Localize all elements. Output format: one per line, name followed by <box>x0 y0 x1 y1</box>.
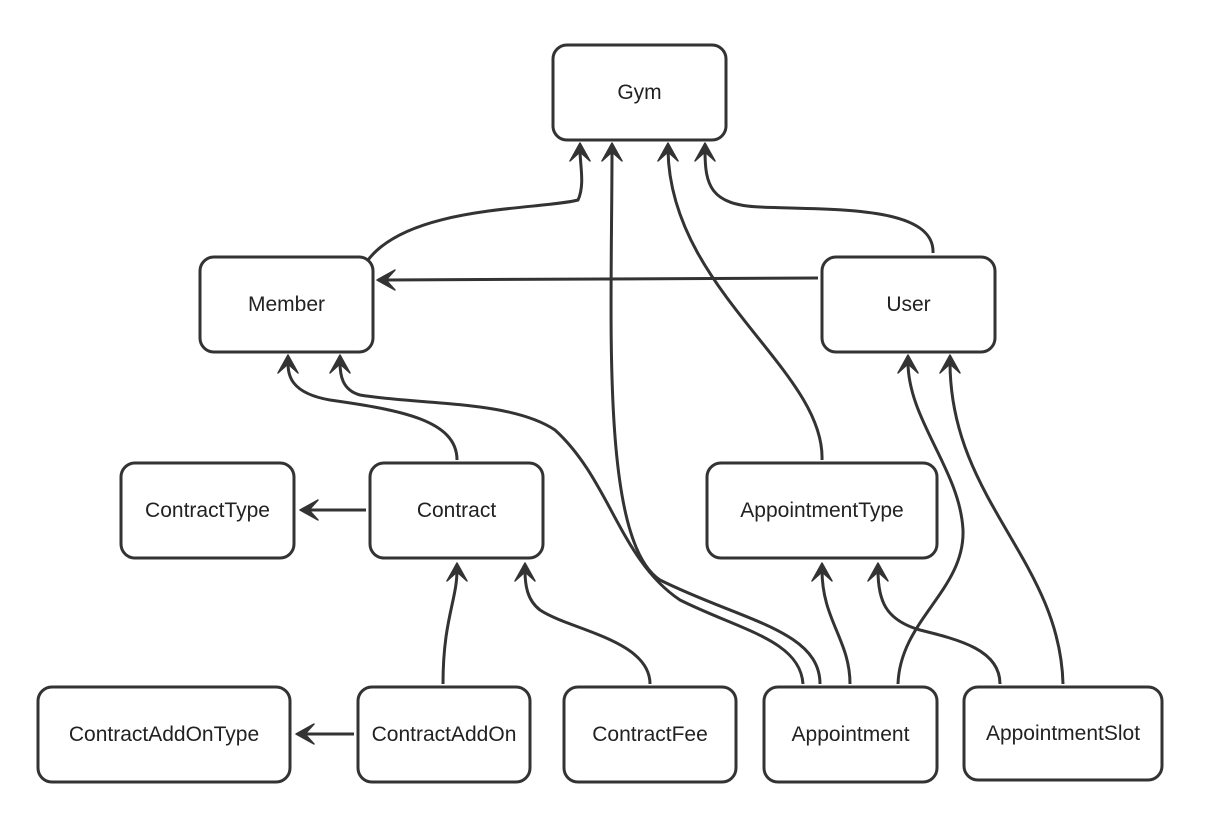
node-contract-add-on[interactable]: ContractAddOn <box>356 685 532 784</box>
entity-label: AppointmentSlot <box>986 722 1140 745</box>
entity-label: Appointment <box>792 723 910 746</box>
edges-layer <box>277 142 1065 745</box>
entity-box <box>762 685 939 784</box>
entity-box <box>119 461 296 560</box>
arrowhead-icon <box>514 562 536 582</box>
entity-label: AppointmentType <box>740 499 903 522</box>
entity-label: Member <box>248 293 325 316</box>
edge-appointment-to-gym <box>601 142 822 685</box>
node-appointment-type[interactable]: AppointmentType <box>705 461 939 560</box>
edge-contract-add-on-to-contract <box>441 562 468 685</box>
edge-line <box>896 361 965 685</box>
arrowhead-icon <box>295 723 315 745</box>
arrowhead-icon <box>299 499 319 521</box>
edge-user-to-member <box>376 269 819 291</box>
arrowhead-icon <box>277 354 299 374</box>
entity-box <box>368 461 545 560</box>
entity-box <box>36 685 292 784</box>
arrowhead-icon <box>897 354 919 374</box>
entity-box <box>198 255 375 354</box>
node-contract-type[interactable]: ContractType <box>119 461 296 560</box>
edge-contract-to-member <box>277 354 459 461</box>
arrowhead-icon <box>811 562 833 582</box>
edge-appointment-slot-to-user <box>939 354 1065 685</box>
node-contract-fee[interactable]: ContractFee <box>562 685 738 784</box>
node-member[interactable]: Member <box>198 255 375 354</box>
edge-appointment-to-member <box>329 354 805 685</box>
edge-line <box>876 569 1002 685</box>
arrowhead-icon <box>376 269 396 291</box>
node-contract[interactable]: Contract <box>368 461 545 560</box>
edge-line <box>820 569 852 685</box>
entity-box <box>562 685 738 784</box>
edge-line <box>703 149 935 254</box>
edge-appointment-slot-to-appointment-type <box>867 562 1002 685</box>
entity-label: ContractFee <box>592 723 708 746</box>
arrowhead-icon <box>657 142 679 162</box>
edge-appointment-to-user <box>896 354 965 685</box>
arrowhead-icon <box>694 142 716 162</box>
edge-line <box>609 149 822 685</box>
entity-label: Contract <box>417 499 497 522</box>
arrowhead-icon <box>939 354 961 374</box>
node-gym[interactable]: Gym <box>551 43 728 142</box>
edge-line <box>948 361 1065 685</box>
arrowhead-icon <box>601 142 623 162</box>
entity-label: Gym <box>617 81 661 104</box>
edge-contract-to-contract-type <box>299 499 366 521</box>
arrowhead-icon <box>569 142 591 162</box>
entity-box <box>820 255 997 354</box>
edge-line <box>338 361 805 685</box>
arrowhead-icon <box>329 354 351 374</box>
edge-line <box>666 149 824 461</box>
edge-member-to-gym <box>366 142 591 261</box>
node-appointment-slot[interactable]: AppointmentSlot <box>962 685 1164 782</box>
edge-line <box>366 149 584 261</box>
entity-label: ContractAddOnType <box>69 723 259 746</box>
edge-contract-fee-to-contract <box>514 562 652 685</box>
entity-box <box>356 685 532 784</box>
entity-label: ContractType <box>145 499 270 522</box>
edge-appointment-type-to-gym <box>657 142 824 461</box>
edge-line <box>441 569 459 685</box>
entity-label: User <box>886 293 930 316</box>
entity-box <box>705 461 939 560</box>
edge-line <box>384 276 819 282</box>
edge-line <box>286 361 459 461</box>
node-appointment[interactable]: Appointment <box>762 685 939 784</box>
edge-line <box>523 569 652 685</box>
arrowhead-icon <box>867 562 889 582</box>
arrowhead-icon <box>446 562 468 582</box>
edge-appointment-to-appointment-type <box>811 562 852 685</box>
entity-box <box>551 43 728 142</box>
edge-contract-add-on-to-contract-add-on-type <box>295 723 354 745</box>
entity-box <box>962 685 1164 782</box>
node-contract-add-on-type[interactable]: ContractAddOnType <box>36 685 292 784</box>
edge-user-to-gym <box>694 142 935 254</box>
node-user[interactable]: User <box>820 255 997 354</box>
entity-label: ContractAddOn <box>372 723 517 746</box>
